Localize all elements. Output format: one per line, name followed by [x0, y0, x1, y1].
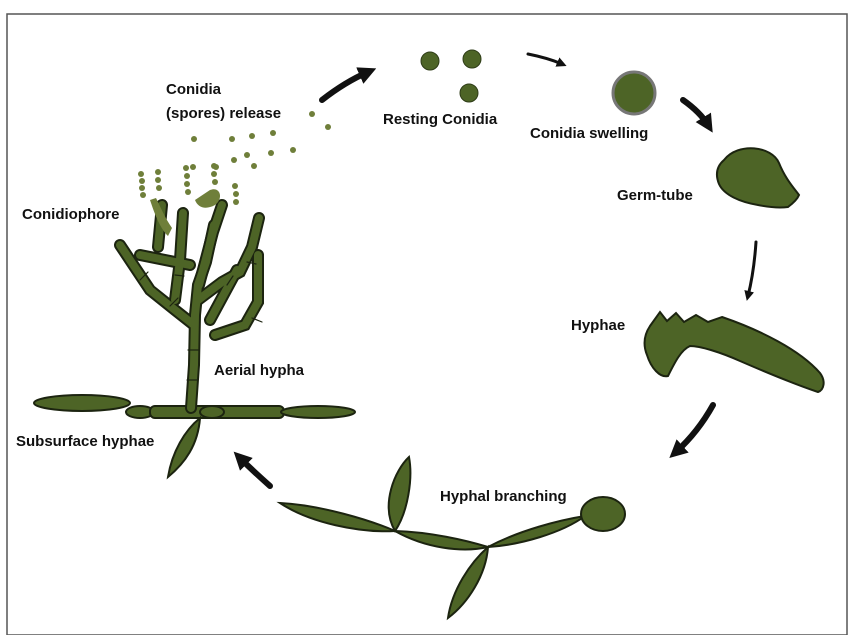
- arrow-germ-to-hyphae: [748, 242, 756, 296]
- label-germ-tube: Germ-tube: [617, 187, 693, 204]
- swollen-conidium: [613, 72, 655, 114]
- arrow-release-to-resting: [322, 72, 368, 100]
- germ-tube-shape: [717, 148, 799, 207]
- label-conidia-release-line2: (spores) release: [166, 105, 281, 122]
- label-conidia-release: Conidia (spores) release: [166, 81, 281, 122]
- arrow-resting-to-swelling: [528, 54, 562, 64]
- label-conidia-release-line1: Conidia: [166, 81, 222, 98]
- label-conidia-swelling: Conidia swelling: [530, 125, 648, 142]
- resting-conidia: [421, 50, 481, 102]
- label-aerial-hypha: Aerial hypha: [214, 362, 305, 379]
- hyphal-branching-shape: [280, 457, 625, 618]
- label-subsurface-hyphae: Subsurface hyphae: [16, 433, 154, 450]
- label-hyphae: Hyphae: [571, 317, 625, 334]
- arrow-hyphae-to-branching: [676, 405, 713, 452]
- label-hyphal-branching: Hyphal branching: [440, 488, 567, 505]
- arrow-branching-to-subsurface: [240, 458, 270, 486]
- label-conidiophore: Conidiophore: [22, 206, 120, 223]
- hypha-shape: [645, 312, 824, 392]
- label-resting-conidia: Resting Conidia: [383, 111, 498, 128]
- arrow-swelling-to-germ: [683, 100, 708, 125]
- cycle-arrows: [240, 54, 756, 486]
